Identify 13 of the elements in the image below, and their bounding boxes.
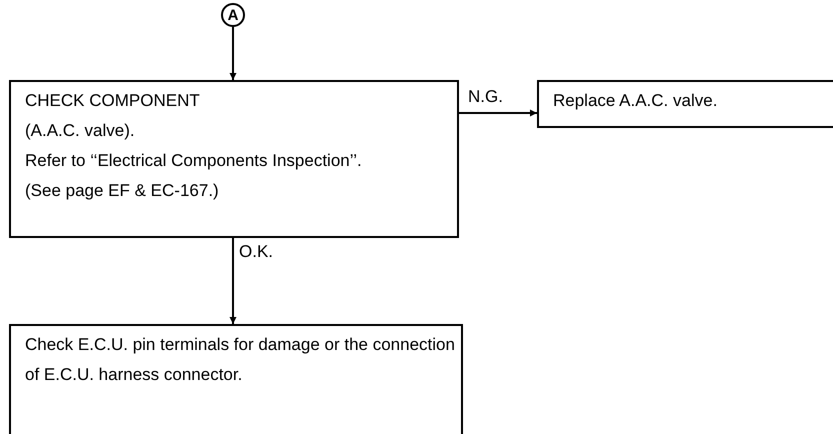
step-text: (See page EF & EC-167.) xyxy=(25,180,220,202)
arrow xyxy=(230,27,236,80)
step-text: Replace A.A.C. valve. xyxy=(553,90,718,112)
step-text: Refer to ‘‘Electrical Components Inspection’’. xyxy=(25,150,363,172)
arrow xyxy=(230,238,236,324)
step-text: Check E.C.U. pin terminals for damage or the connection of E.C.U. harness connector. xyxy=(25,334,455,386)
step-text: CHECK COMPONENT xyxy=(25,90,201,112)
process-box xyxy=(9,80,459,238)
arrow xyxy=(459,110,537,116)
connector-letter: A xyxy=(228,8,238,22)
process-box xyxy=(9,324,463,434)
step-text: (A.A.C. valve). xyxy=(25,120,136,142)
process-box xyxy=(537,80,833,128)
